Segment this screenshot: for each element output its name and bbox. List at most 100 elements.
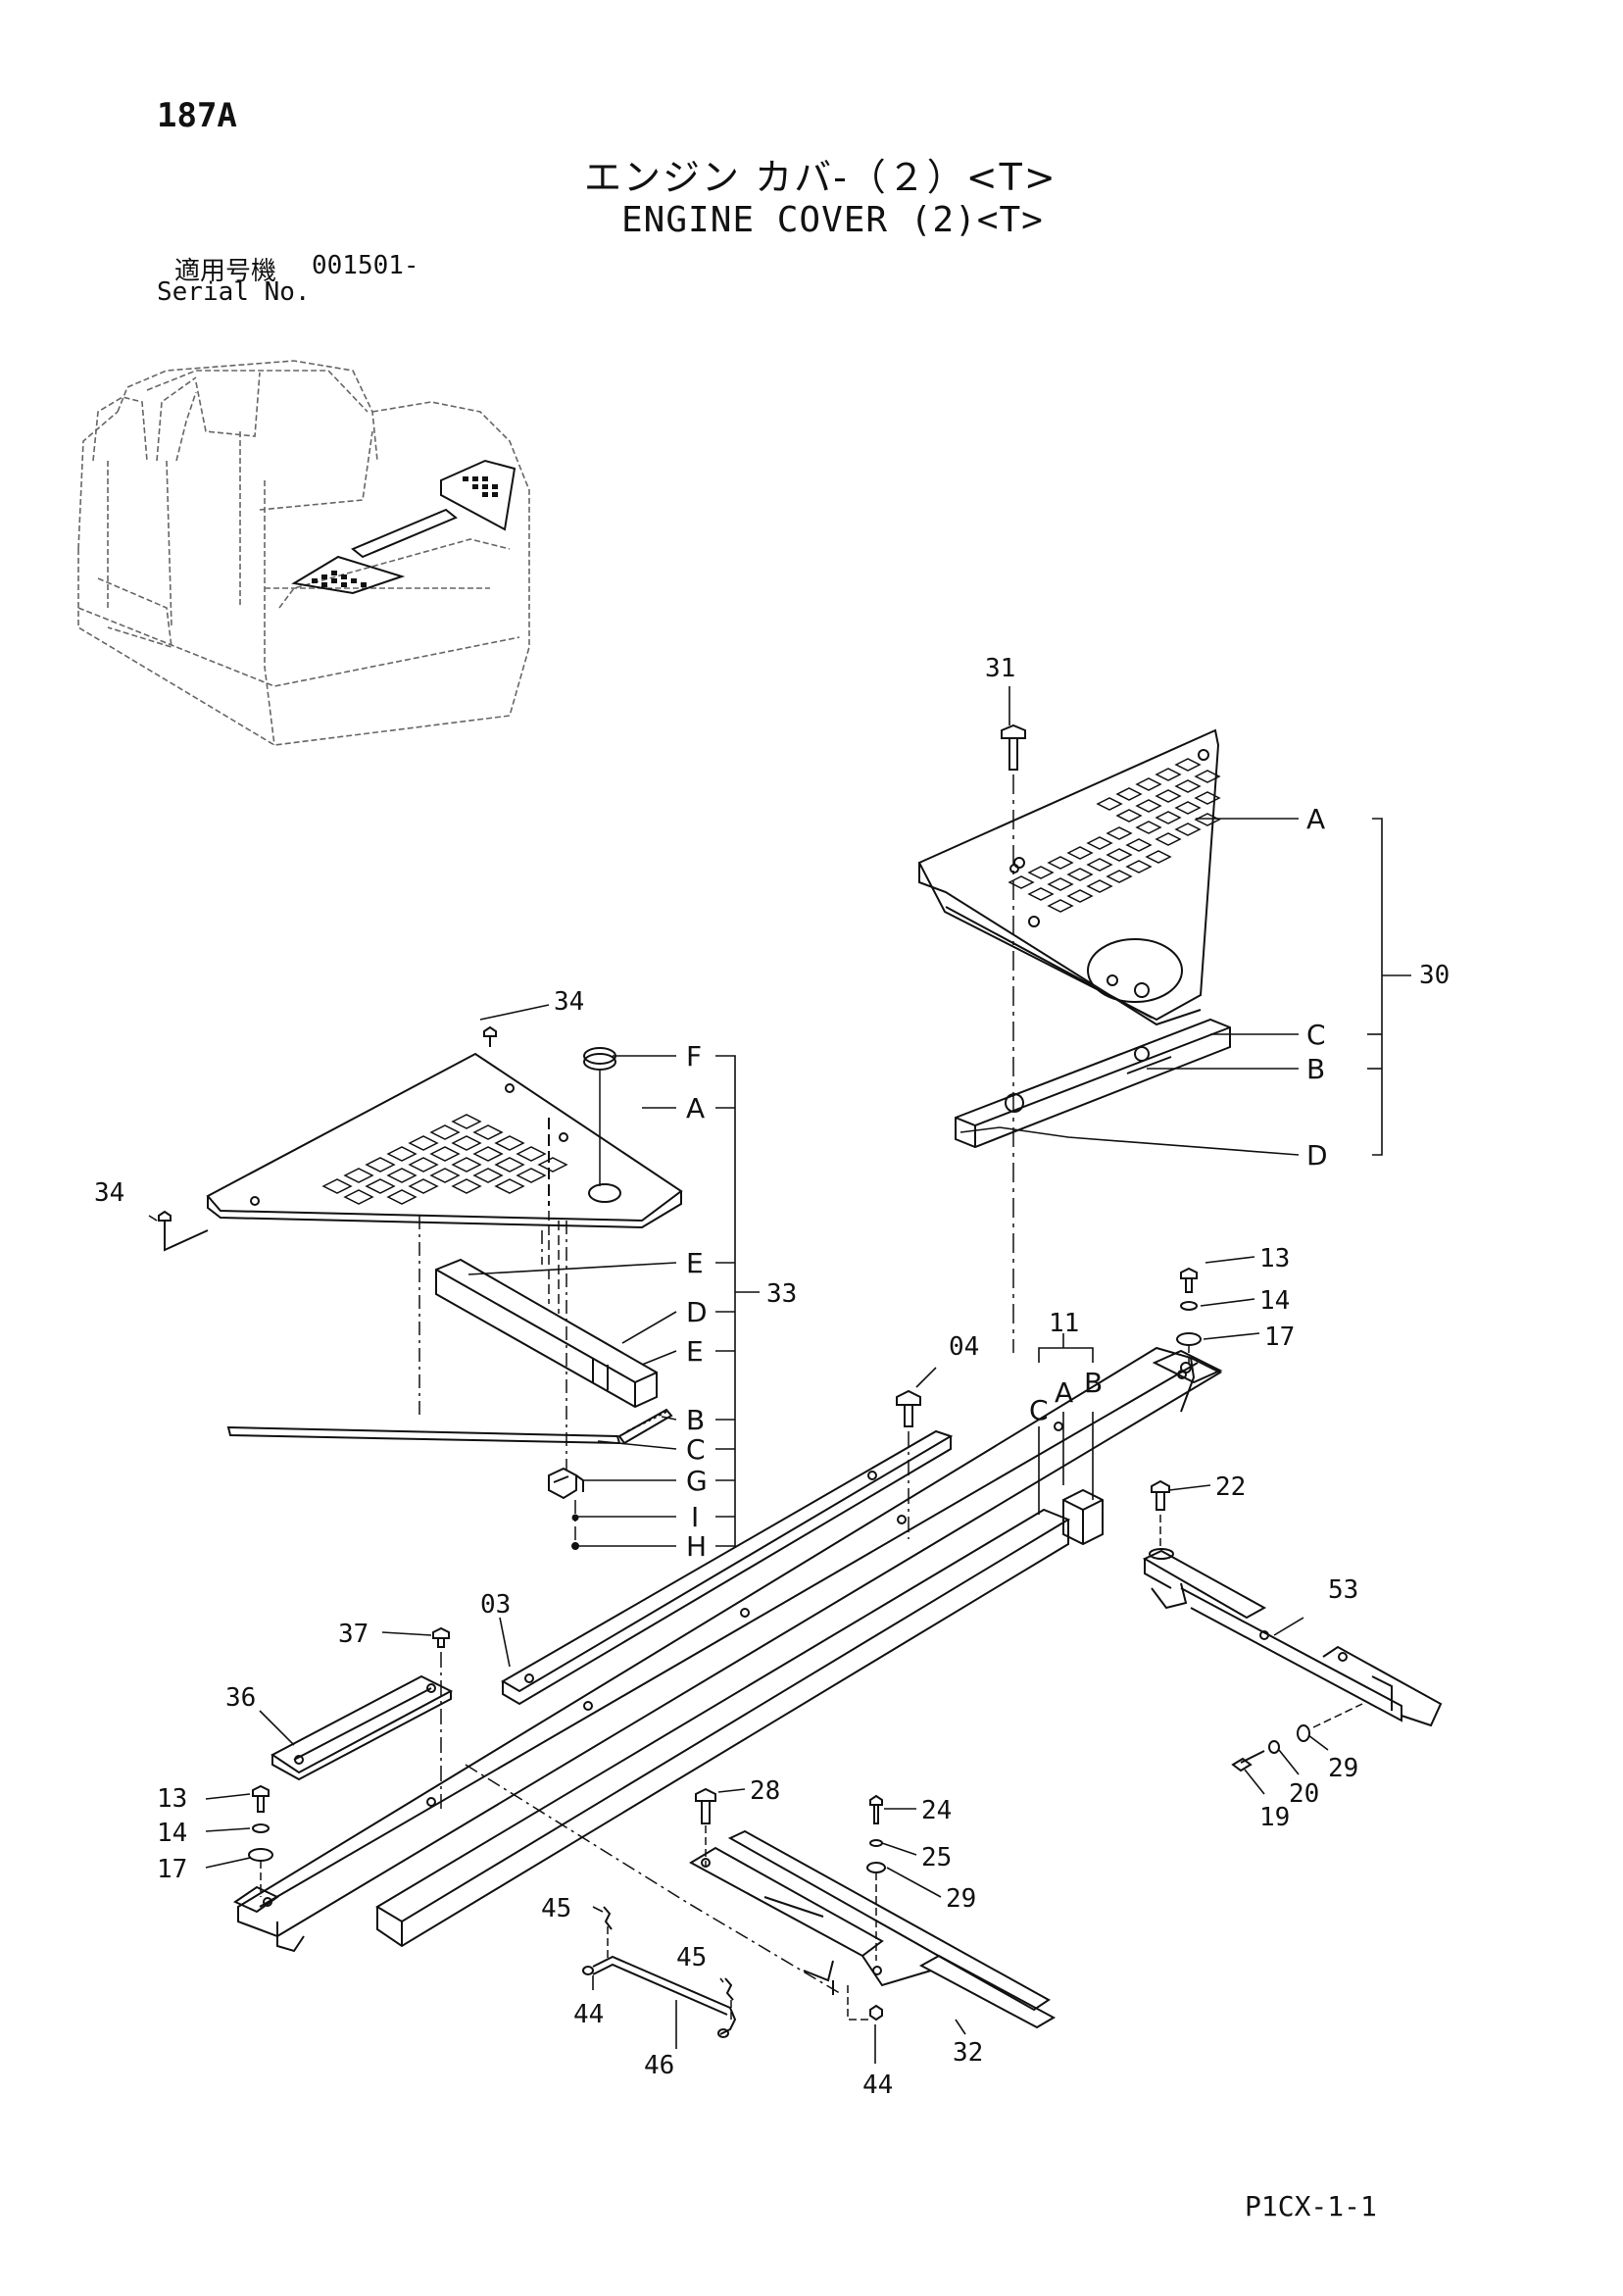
callout-28: 28 <box>750 1776 780 1806</box>
inner-rail-03 <box>501 1429 954 1706</box>
label-33-d: D <box>686 1296 708 1328</box>
label-33-f: F <box>686 1040 702 1073</box>
callout-22: 22 <box>1215 1472 1246 1502</box>
label-33-i: I <box>691 1501 699 1533</box>
callout-24: 24 <box>921 1796 952 1825</box>
callout-11: 11 <box>1049 1309 1079 1338</box>
label-30-b: B <box>1306 1053 1325 1085</box>
label-30-c: C <box>1306 1019 1326 1051</box>
callout-13-left: 13 <box>157 1784 187 1814</box>
left-connector-lines <box>418 1216 576 1546</box>
label-33-h: H <box>686 1530 707 1563</box>
bolt-34-top <box>483 1025 497 1047</box>
diag-connector <box>465 1764 844 1996</box>
nut-44-lower <box>869 2004 883 2021</box>
label-30-d: D <box>1306 1139 1328 1172</box>
left-cover-panel <box>206 1052 683 1229</box>
bolt-13-left <box>248 1784 273 1897</box>
bracket-53 <box>1142 1548 1443 1727</box>
callout-25: 25 <box>921 1843 952 1872</box>
callout-32: 32 <box>953 2038 983 2068</box>
callout-19: 19 <box>1259 1803 1290 1832</box>
title-english: ENGINE COVER (2)<T> <box>621 200 1044 240</box>
footer-code: P1CX-1-1 <box>1245 2190 1377 2222</box>
spacer-block <box>1062 1488 1104 1546</box>
callout-numbers: 31 30 34 34 33 04 11 13 14 17 22 53 37 0… <box>94 654 1450 2100</box>
label-33-e1: E <box>686 1247 704 1279</box>
machine-overview-sketch <box>77 360 530 746</box>
rod-46 <box>582 1955 737 2038</box>
bolt-31 <box>1001 724 1026 771</box>
callout-17-left: 17 <box>157 1855 187 1884</box>
callout-44-left: 44 <box>573 2000 604 2029</box>
callout-45-right: 45 <box>676 1943 707 1972</box>
pin-45-left <box>603 1906 613 1930</box>
callout-31: 31 <box>985 654 1015 683</box>
long-frame-rail <box>237 1346 1223 1953</box>
callout-14-right: 14 <box>1259 1286 1290 1316</box>
misc-callout-leaders <box>148 686 1329 2064</box>
callout-53: 53 <box>1328 1575 1358 1605</box>
label-30-a: A <box>1306 803 1325 835</box>
bolt-19-assembly <box>1231 1703 1363 1772</box>
seal-strip-b <box>617 1408 673 1445</box>
label-33-b: B <box>686 1404 705 1436</box>
callout-37: 37 <box>338 1620 369 1649</box>
callout-20: 20 <box>1289 1779 1319 1809</box>
callout-34-left: 34 <box>94 1178 124 1208</box>
right-callout-leaders <box>959 818 1411 1156</box>
callout-13-right: 13 <box>1259 1244 1290 1273</box>
callout-29-lower: 29 <box>946 1884 976 1914</box>
label-11-a: A <box>1055 1376 1073 1409</box>
page-code: 187A <box>157 96 237 135</box>
callout-30: 30 <box>1419 961 1450 990</box>
bolt-28 <box>695 1787 716 1868</box>
label-33-a: A <box>686 1092 705 1124</box>
serial-label-english: Serial No. <box>157 277 311 307</box>
callout-14-left: 14 <box>157 1819 187 1848</box>
bolt-04 <box>896 1389 921 1539</box>
plate-36 <box>270 1674 454 1781</box>
overview-grille-pattern <box>312 476 498 587</box>
label-11-c: C <box>1029 1394 1049 1426</box>
callout-17-right: 17 <box>1264 1323 1295 1352</box>
bolt-22 <box>1151 1479 1170 1549</box>
callout-46: 46 <box>644 2051 674 2080</box>
letter-labels: A C B D F A E D E B C G I H C A B <box>686 803 1328 1563</box>
grommet-f <box>583 1047 616 1186</box>
left-cover-grille <box>321 1114 568 1205</box>
callout-03: 03 <box>480 1590 511 1620</box>
callout-29-right: 29 <box>1328 1754 1358 1783</box>
overview-grille-right <box>291 459 516 595</box>
seal-strip-c <box>226 1425 621 1445</box>
bolt-37 <box>432 1626 450 1809</box>
left-dash-vert <box>548 1211 560 1314</box>
title-japanese: エンジン カバ-（２）<T> <box>584 156 1057 199</box>
bolt-13-right <box>1176 1267 1202 1368</box>
callout-34-top: 34 <box>554 987 584 1017</box>
bolt-24 <box>866 1794 886 1961</box>
label-33-e2: E <box>686 1335 704 1368</box>
lower-connector-lines <box>607 1926 872 2021</box>
rail-end-bracket-left <box>232 1885 279 1914</box>
right-cover-beam <box>955 1018 1231 1149</box>
label-33-c: C <box>686 1433 706 1466</box>
label-33-g: G <box>686 1465 708 1497</box>
left-callout-leaders <box>467 1055 760 1547</box>
left-cover-beam <box>435 1258 658 1409</box>
serial-number-value: 001501- <box>312 251 419 280</box>
bracket-32 <box>688 1829 1057 2029</box>
pin-45-right <box>724 1977 734 2001</box>
right-cover-grille <box>1008 758 1221 913</box>
label-11-b: B <box>1084 1367 1103 1399</box>
bolt-34-left <box>158 1210 209 1252</box>
callout-36: 36 <box>225 1683 256 1713</box>
latch-g <box>548 1467 584 1500</box>
right-cover-panel <box>917 728 1220 1026</box>
callout-04: 04 <box>949 1332 979 1362</box>
serial-label-japanese: 適用号機 <box>174 257 277 286</box>
callout-33: 33 <box>766 1279 797 1309</box>
rail-end-bracket-right <box>1152 1349 1223 1384</box>
leaders-11 <box>1038 1333 1094 1515</box>
